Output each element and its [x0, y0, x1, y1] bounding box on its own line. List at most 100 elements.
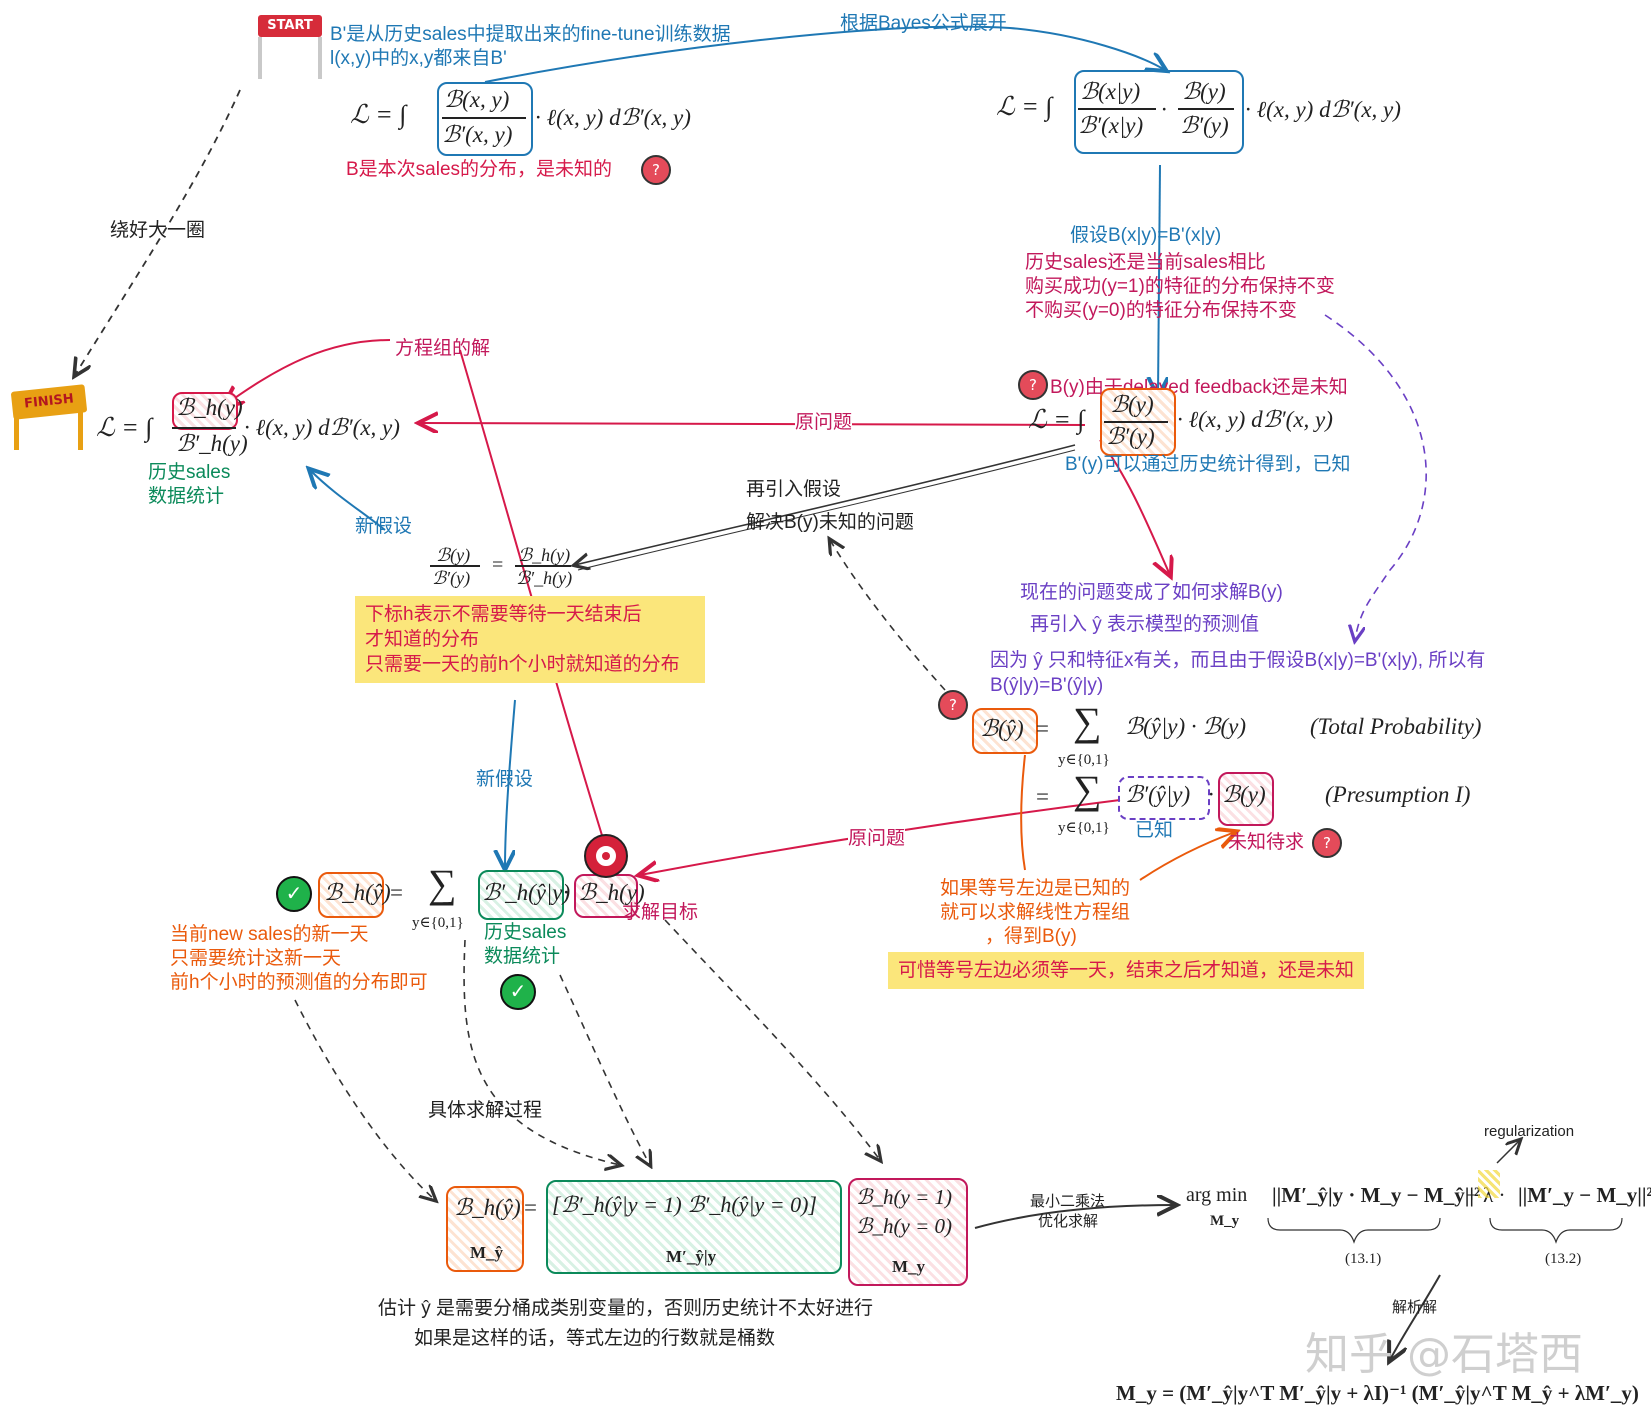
note-subscript-1: 下标h表示不需要等待一天结束后 — [365, 604, 642, 625]
note-current-1: 当前new sales的新一天 — [170, 924, 369, 945]
bhp-yhat-y-box — [478, 870, 564, 920]
note-bprime-known: B'(y)可以通过历史统计得到，已知 — [1065, 454, 1351, 475]
note-lsq-1: 最小二乘法 — [1030, 1193, 1106, 1210]
bayes-box — [1074, 70, 1244, 154]
note-hist-stats-1: 历史sales — [148, 462, 231, 483]
note-known: 已知 — [1135, 820, 1174, 841]
sum-sub-2: y∈{0,1} — [1058, 820, 1110, 836]
matrix-lhs: ℬ_h(ŷ) — [454, 1195, 521, 1220]
dot-op: · — [1161, 97, 1167, 122]
m-yhat: M_ŷ — [470, 1243, 504, 1262]
finish-loss-tail: · ℓ(x, y) dℬ′(x, y) — [244, 415, 400, 440]
sum-2: ∑ — [1073, 767, 1102, 812]
mid-loss: ℒ = ∫ — [1028, 405, 1085, 434]
m-y: M_y — [892, 1257, 926, 1276]
ratio-bh-y: ℬ_h(y) — [518, 545, 571, 565]
note-hist-stats2-2: 数据统计 — [484, 946, 561, 967]
sum-sub-1: y∈{0,1} — [1058, 752, 1110, 768]
bp-yhat-y-box — [1118, 776, 1210, 820]
tp-body: ℬ(ŷ|y) · ℬ(y) — [1125, 714, 1246, 739]
tp-label: (Total Probability) — [1310, 714, 1482, 739]
bp-yhat-y: ℬ′(ŷ|y) — [1125, 782, 1191, 807]
loss-top-right: ℒ = ∫ — [996, 92, 1053, 121]
frac-line-5 — [1104, 421, 1168, 423]
start-flag-icon: START — [258, 15, 322, 37]
mid-frac-b-y: ℬ(y) — [1110, 392, 1154, 417]
note-current-3: 前h个小时的预测值的分布即可 — [170, 972, 428, 993]
eq-3: = — [390, 880, 403, 905]
dot-op-3: · — [563, 880, 569, 905]
mid-frac-bp-y: ℬ′(y) — [1106, 424, 1155, 449]
matrix-r2: ℬ_h(y = 0) — [856, 1214, 952, 1238]
note-b-unknown: B是本次sales的分布，是未知的 — [346, 159, 613, 180]
start-flag-pole-right — [318, 37, 322, 79]
frac-bp-x-given-y: ℬ′(x|y) — [1078, 113, 1144, 138]
note-assume-1: 历史sales还是当前sales相比 — [1025, 252, 1266, 273]
question-pin-icon: ? — [938, 690, 968, 720]
note-concrete: 具体求解过程 — [428, 1100, 543, 1121]
bhp-yhat-y: ℬ′_h(ŷ|y) — [482, 880, 571, 905]
frac-line-7 — [515, 565, 571, 567]
loss-tail-top-right: · ℓ(x, y) dℬ′(x, y) — [1245, 97, 1401, 122]
note-current-2: 只需要统计这新一天 — [170, 948, 342, 969]
bh-yhat: ℬ_h(ŷ) — [324, 880, 391, 905]
check-icon: ✓ — [276, 876, 312, 912]
frac-b-y: ℬ(y) — [1182, 79, 1226, 104]
note-lsq-2: 优化求解 — [1038, 1213, 1099, 1230]
note-because-2: B(ŷ|y)=B'(ŷ|y) — [990, 675, 1104, 696]
matrix-mid: [ℬ′_h(ŷ|y = 1) ℬ′_h(ŷ|y = 0)] — [552, 1192, 817, 1217]
obj2: ||M′_y − M_y||² — [1518, 1183, 1651, 1207]
sum-3: ∑ — [428, 861, 457, 906]
frac-bhp-y: ℬ′_h(y) — [176, 431, 248, 456]
ratio-bp-y: ℬ′(y) — [432, 568, 471, 588]
bh-y: ℬ_h(y) — [578, 880, 645, 905]
note-reintro-yhat: 再引入 ŷ 表示模型的预测值 — [1030, 614, 1260, 635]
loss-tail-top-left: · ℓ(x, y) dℬ′(x, y) — [535, 105, 691, 130]
question-pin-icon: ? — [1018, 370, 1048, 400]
note-b-prime-1: B'是从历史sales中提取出来的fine-tune训练数据 — [330, 24, 731, 45]
note-hist-stats2-1: 历史sales — [484, 922, 567, 943]
matrix-r1: ℬ_h(y = 1) — [856, 1185, 952, 1209]
mid-loss-tail: · ℓ(x, y) dℬ′(x, y) — [1177, 407, 1333, 432]
eq-2: = — [1036, 784, 1049, 809]
frac-bh-y: ℬ_h(y) — [176, 395, 243, 420]
note-reintro-1: 再引入假设 — [746, 479, 842, 500]
note-b-prime-2: l(x,y)中的x,y都来自B' — [330, 48, 507, 69]
finish-flag-pole — [14, 412, 19, 450]
note-subscript-h: 下标h表示不需要等待一天结束后 才知道的分布 只需要一天的前h个小时就知道的分布 — [355, 596, 705, 683]
dot-op-2: · — [1208, 782, 1214, 807]
note-because-1: 因为 ŷ 只和特征x有关，而且由于假设B(x|y)=B'(x|y), 所以有 — [990, 650, 1486, 671]
note-assume-2: 购买成功(y=1)的特征的分布保持不变 — [1025, 276, 1335, 297]
note-if-left-3: ，得到B(y) — [985, 926, 1077, 947]
note-subscript-2: 才知道的分布 — [365, 629, 480, 650]
note-round-trip: 绕好大一圈 — [110, 220, 206, 241]
pres-label: (Presumption I) — [1325, 782, 1471, 807]
frac-bp-y: ℬ′(y) — [1180, 113, 1229, 138]
frac-bp-xy: ℬ′(x, y) — [442, 122, 513, 147]
sum-sub-3: y∈{0,1} — [412, 915, 464, 931]
note-estimate-2: 如果是这样的话，等式左边的行数就是桶数 — [414, 1328, 776, 1349]
lambda-highlight — [1478, 1170, 1500, 1198]
note-if-left-1: 如果等号左边是已知的 — [940, 878, 1131, 899]
frac-line-4 — [172, 427, 236, 429]
note-delayed: B(y)由于delayed feedback还是未知 — [1050, 377, 1348, 398]
note-hist-stats-2: 数据统计 — [148, 486, 225, 507]
start-flag-pole — [258, 37, 262, 79]
b-yhat-box — [972, 708, 1038, 754]
ratio-bhp-y: ℬ′_h(y) — [516, 568, 573, 588]
finish-flag-pole-right — [78, 412, 83, 450]
note-original-1: 原问题 — [795, 410, 853, 435]
question-pin-icon: ? — [1312, 828, 1342, 858]
note-subscript-3: 只需要一天的前h个小时就知道的分布 — [365, 654, 680, 675]
eq-13-1: (13.1) — [1345, 1251, 1382, 1267]
ratio-box-top-left — [437, 82, 533, 156]
matrix-lhs-box — [446, 1186, 524, 1272]
note-reintro-2: 解决B(y)未知的问题 — [746, 512, 914, 533]
eq-1: = — [1036, 716, 1049, 741]
m-prime: M′_ŷ|y — [666, 1247, 717, 1266]
note-goal: 求解目标 — [622, 902, 699, 923]
eq-4: = — [524, 1195, 537, 1220]
frac-line-2 — [1078, 108, 1156, 110]
frac-b-xy: ℬ(x, y) — [444, 87, 510, 112]
check-icon: ✓ — [500, 974, 536, 1010]
